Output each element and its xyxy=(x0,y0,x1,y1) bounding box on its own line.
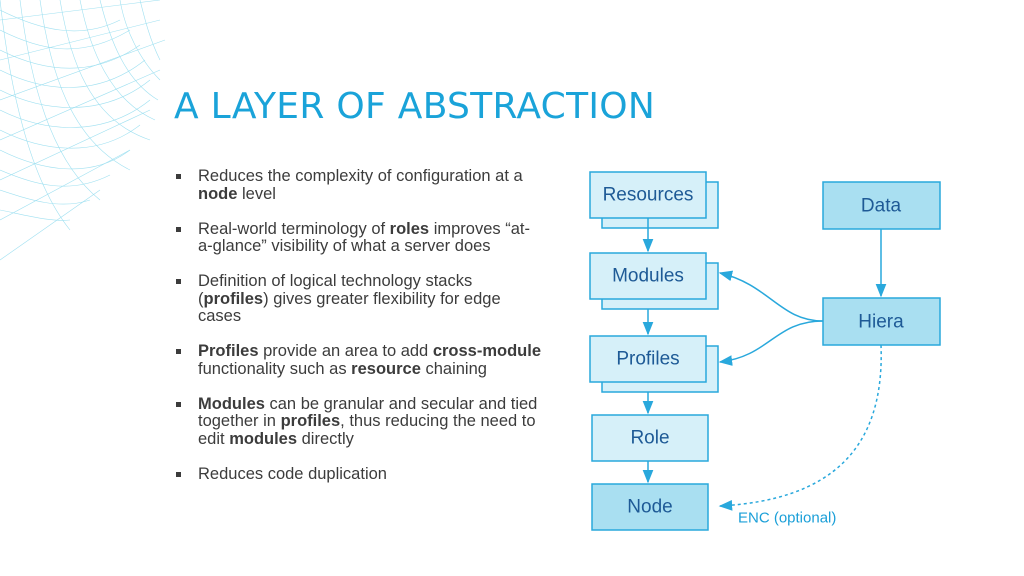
modules-box: Modules xyxy=(589,252,719,310)
resources-label: Resources xyxy=(603,185,694,206)
node-label: Node xyxy=(627,497,672,518)
bullet-emphasis: resource xyxy=(351,359,421,378)
bullet-text: chaining xyxy=(420,359,487,378)
data-label: Data xyxy=(861,196,902,217)
bullet-item: Reduces the complexity of configuration … xyxy=(174,167,544,203)
bullet-emphasis: profiles xyxy=(203,289,264,308)
bullet-text: Reduces the complexity of configuration … xyxy=(198,167,523,185)
decorative-wireframe xyxy=(0,0,166,261)
bullet-text: directly xyxy=(297,429,354,448)
profiles-label: Profiles xyxy=(616,349,679,370)
bullet-text: improves “at-a-glance” visibility of wha… xyxy=(198,219,530,255)
bullet-text: ) gives greater flexibility for edge cas… xyxy=(198,289,501,325)
data-box: Data xyxy=(822,181,941,230)
bullet-emphasis: modules xyxy=(229,429,298,448)
bullet-text: Reduces code duplication xyxy=(198,464,387,483)
arrow-hiera-profiles xyxy=(718,320,824,366)
bullet-item: Reduces code duplication xyxy=(174,464,544,484)
bullet-text: functionality such as xyxy=(198,359,352,378)
role-box: Role xyxy=(591,414,709,462)
bullet-text: level xyxy=(237,184,276,203)
bullet-item: Profiles provide an area to add cross-mo… xyxy=(174,342,544,378)
hiera-label: Hiera xyxy=(858,312,904,333)
bullet-item: Definition of logical technology stacks … xyxy=(174,272,544,326)
bullet-emphasis: Profiles xyxy=(198,342,259,360)
role-label: Role xyxy=(630,428,669,449)
bullet-item: Modules can be granular and secular and … xyxy=(174,394,544,449)
slide-title: A LAYER OF ABSTRACTION xyxy=(174,86,656,127)
bullet-emphasis: profiles xyxy=(280,412,341,430)
arrow-hiera-modules xyxy=(718,270,824,322)
bullet-text: can be granular and secular and tied tog… xyxy=(198,394,538,430)
node-box: Node xyxy=(591,483,709,531)
modules-label: Modules xyxy=(612,266,684,287)
bullet-emphasis: roles xyxy=(389,219,430,238)
resources-box: Resources xyxy=(589,171,719,229)
enc-label: ENC (optional) xyxy=(738,510,836,527)
bullet-text: provide an area to add xyxy=(258,342,433,360)
bullet-emphasis: node xyxy=(198,184,238,203)
hiera-box: Hiera xyxy=(822,297,941,346)
bullet-emphasis: cross-module xyxy=(432,342,542,360)
profiles-box: Profiles xyxy=(589,335,719,393)
bullet-item: Real-world terminology of roles improves… xyxy=(174,219,544,256)
bullet-text: Real-world terminology of xyxy=(198,219,390,238)
bullet-text: , thus reducing the need to edit xyxy=(198,412,536,448)
bullet-emphasis: Modules xyxy=(198,394,265,413)
bullet-text: Definition of logical technology stacks … xyxy=(198,272,473,308)
bullet-list: Reduces the complexity of configuration … xyxy=(174,167,544,501)
arrow-hiera-node-enc xyxy=(718,344,882,511)
